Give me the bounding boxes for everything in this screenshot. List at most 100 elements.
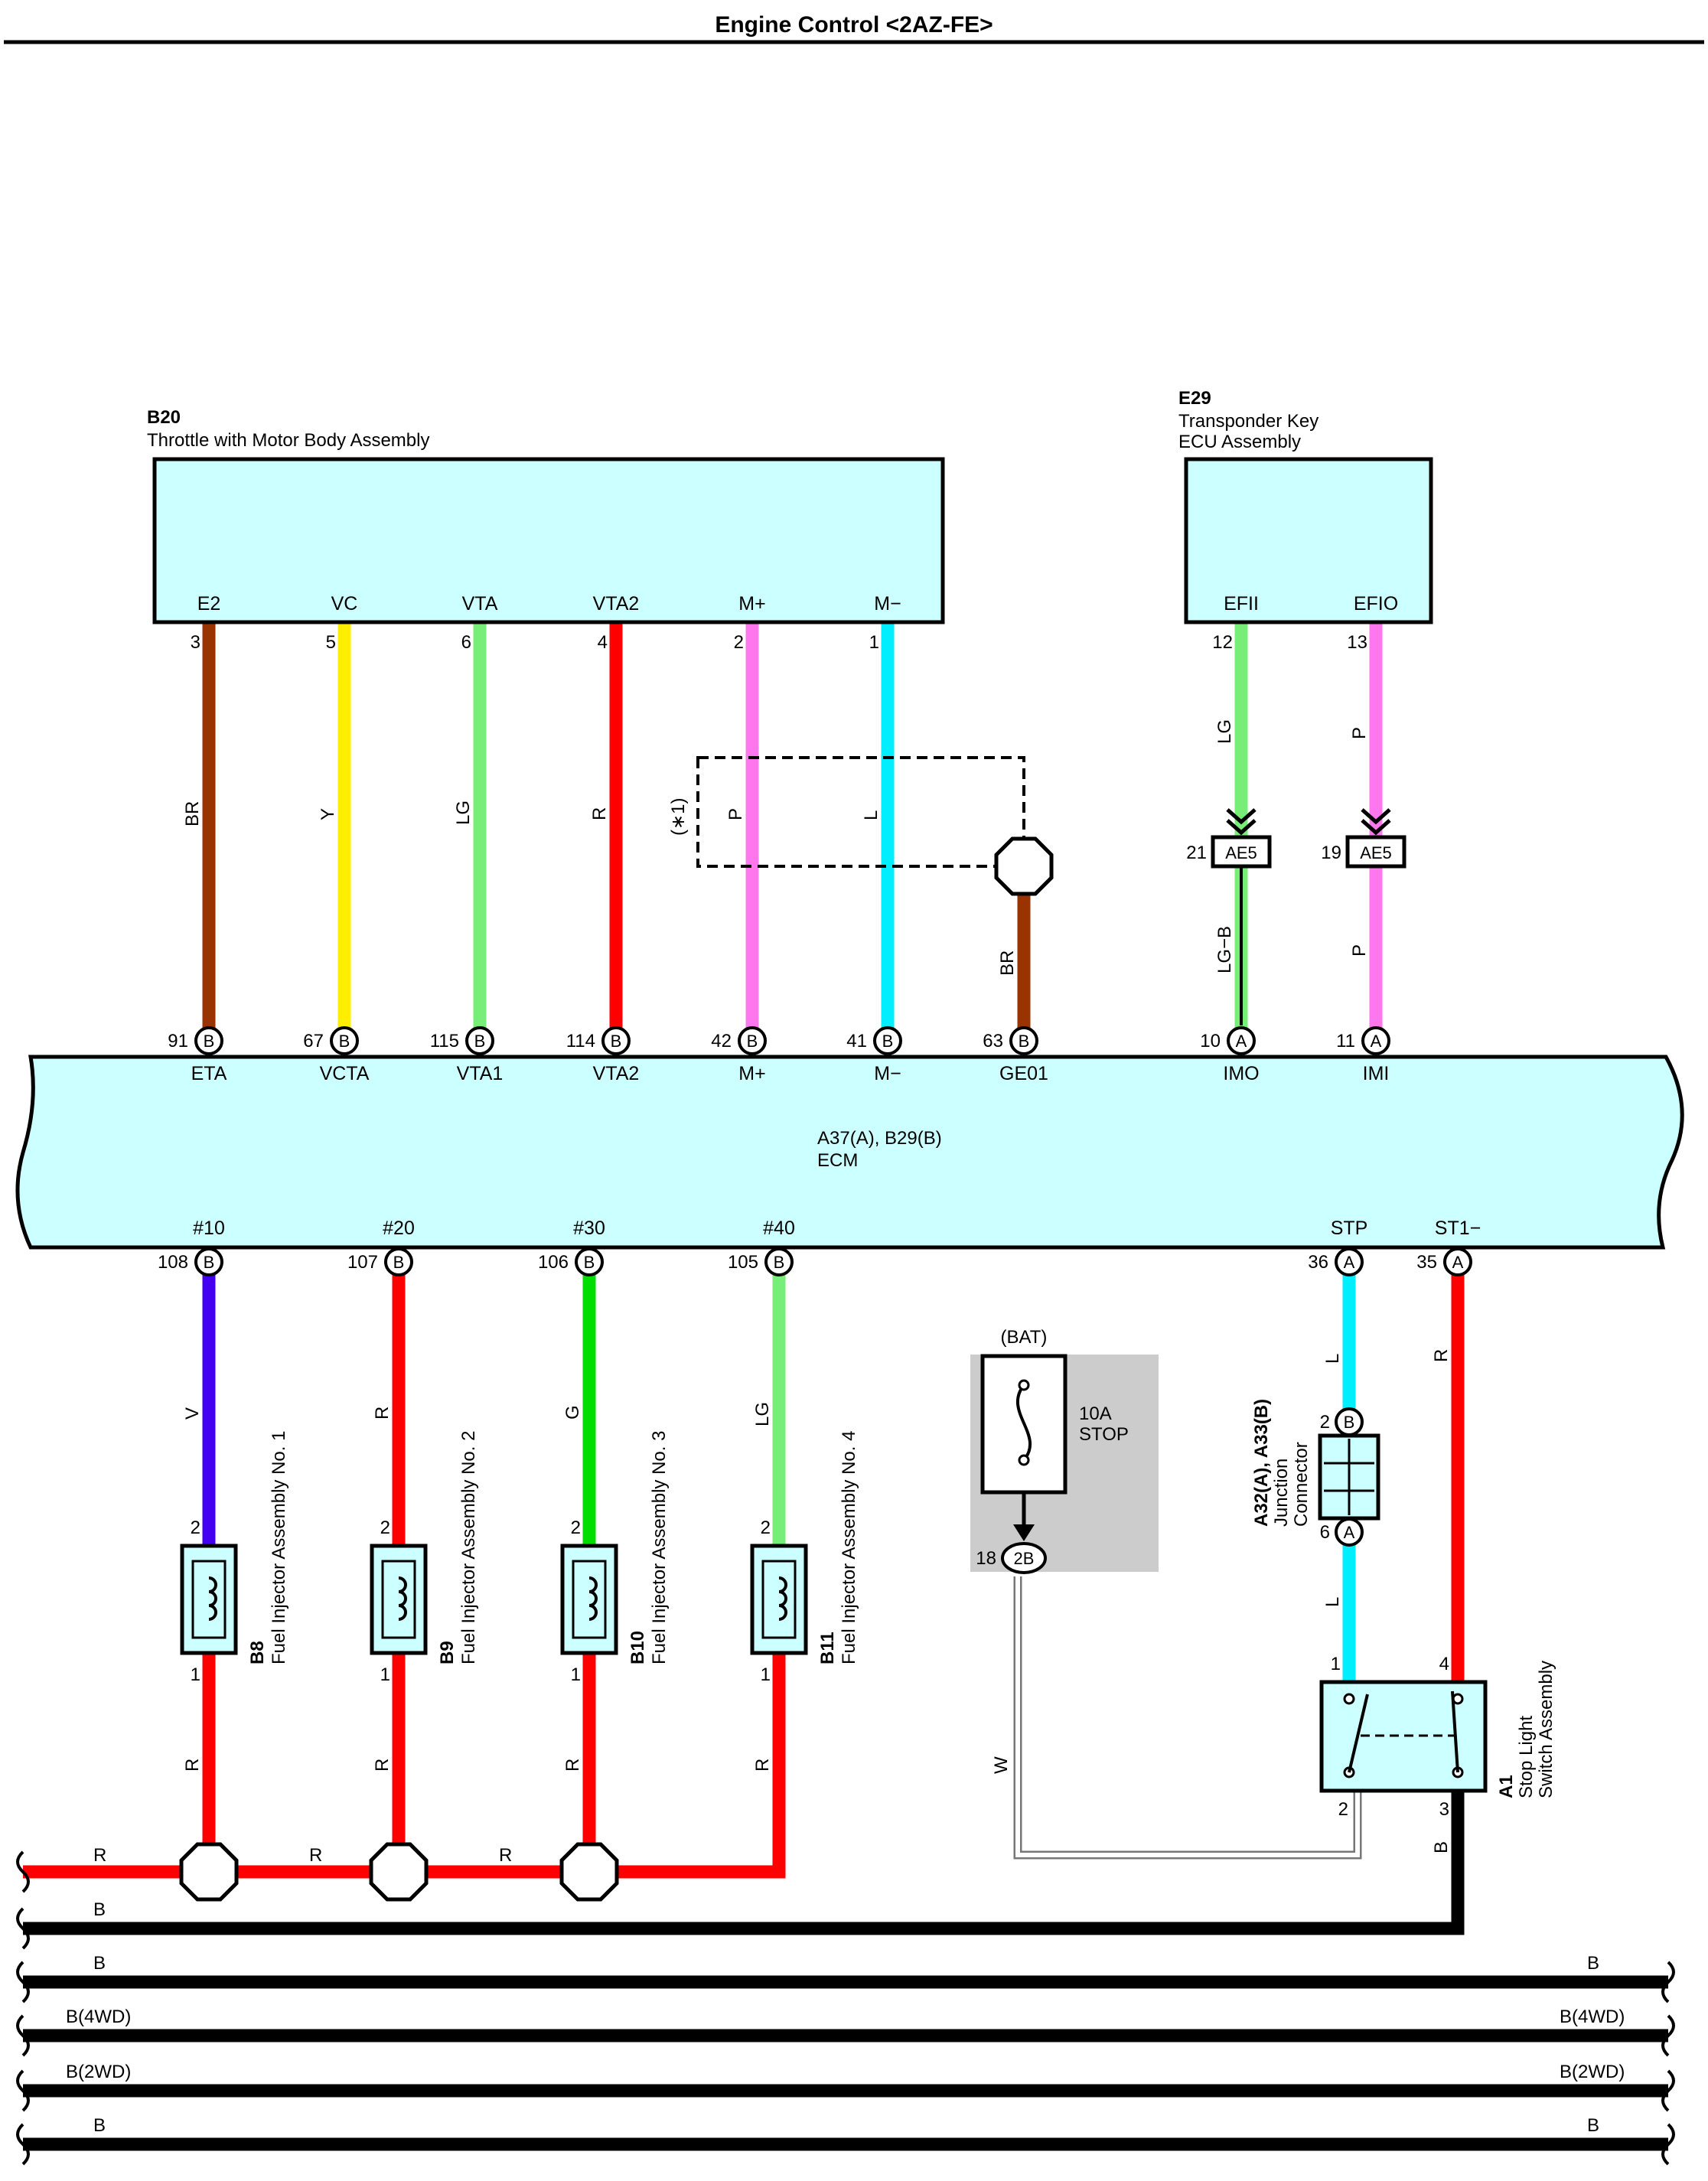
pin-badge: B bbox=[738, 1026, 767, 1055]
wire-color-labels: BR Y LG R P L (∗1) BR LG P LG−B P V R G … bbox=[182, 719, 1452, 1853]
ecm-bottom-terminals: #10 #20 #30 #40 STP ST1− bbox=[193, 1218, 1481, 1239]
pin-number: 3 bbox=[1439, 1799, 1449, 1820]
pin-number: 108 bbox=[158, 1252, 188, 1273]
throttle-terminal: VTA2 bbox=[593, 593, 640, 615]
transponder-terminal: EFII bbox=[1224, 593, 1259, 615]
pin-number: 13 bbox=[1347, 632, 1367, 653]
wire-label: BR bbox=[182, 801, 203, 826]
pin-badge: A bbox=[1361, 1026, 1390, 1055]
red-bus-label: R bbox=[93, 1845, 106, 1866]
pin-number: 2 bbox=[571, 1518, 581, 1538]
ecm-terminal: VCTA bbox=[320, 1063, 370, 1084]
inline-connector-ae5-right: AE5 19 bbox=[1321, 808, 1406, 869]
red-bus-label: R bbox=[309, 1845, 322, 1866]
ecm-terminal: #40 bbox=[763, 1218, 795, 1239]
ecm-terminal: #30 bbox=[573, 1218, 605, 1239]
pin-badge: B bbox=[384, 1247, 413, 1276]
throttle-terminal: M+ bbox=[738, 593, 765, 615]
pin-number: 12 bbox=[1212, 632, 1233, 653]
wire-label: P bbox=[725, 808, 746, 820]
ground-bus-label-right: B bbox=[1587, 2115, 1599, 2136]
ground-bus-label-right: B bbox=[1587, 1953, 1599, 1974]
pin-number: 21 bbox=[1186, 843, 1207, 863]
junction-connector: B 2 A 6 A32(A), A33(B) Junction Connecto… bbox=[1251, 1399, 1380, 1547]
ecm-top-terminals: ETA VCTA VTA1 VTA2 M+ M− GE01 IMO IMI bbox=[191, 1063, 1390, 1084]
break-right-3 bbox=[1661, 2014, 1675, 2057]
pin-number: 19 bbox=[1321, 843, 1341, 863]
pin-number: 2 bbox=[734, 632, 744, 653]
ecm-terminal: IMO bbox=[1223, 1063, 1259, 1084]
stop-wires bbox=[23, 1263, 1465, 1935]
pin-number: 4 bbox=[1439, 1654, 1449, 1674]
injector-code: B11 bbox=[817, 1632, 838, 1664]
switch-name-2: Switch Assembly bbox=[1536, 1661, 1556, 1798]
ground-bus-label-right: B(2WD) bbox=[1560, 2062, 1625, 2082]
arrow-down-icon bbox=[1013, 1524, 1035, 1541]
ground-bus-label-left: B(4WD) bbox=[66, 2007, 131, 2027]
pin-number: 41 bbox=[846, 1031, 867, 1051]
bus-splice-1 bbox=[181, 1844, 236, 1899]
throttle-code: B20 bbox=[147, 407, 181, 428]
pin-badge: B bbox=[575, 1247, 604, 1276]
injector-name: Fuel Injector Assembly No. 1 bbox=[269, 1431, 289, 1664]
svg-text:B: B bbox=[204, 1253, 215, 1272]
wire-b-switch-ground bbox=[23, 1791, 1465, 1935]
pin-number: 6 bbox=[1320, 1522, 1330, 1543]
throttle-terminal: VC bbox=[331, 593, 358, 615]
ecm-terminal: VTA2 bbox=[593, 1063, 640, 1084]
pin-number: 91 bbox=[168, 1031, 188, 1051]
pin-badge: B bbox=[194, 1026, 223, 1055]
shield-ground-splice bbox=[996, 839, 1051, 894]
break-left-6 bbox=[16, 2123, 30, 2166]
ecm-terminal: #10 bbox=[193, 1218, 225, 1239]
ecm-terminal: ST1− bbox=[1435, 1218, 1481, 1239]
switch-name-1: Stop Light bbox=[1516, 1716, 1537, 1798]
throttle-terminal: E2 bbox=[197, 593, 221, 615]
break-left-3 bbox=[16, 1961, 30, 2003]
throttle-terminals: E2 VC VTA VTA2 M+ M− bbox=[197, 593, 901, 615]
switch-contact-2 bbox=[1451, 1690, 1459, 1773]
transponder-box bbox=[1184, 457, 1433, 624]
pin-number: 36 bbox=[1308, 1252, 1328, 1273]
wire-label: L bbox=[1322, 1354, 1343, 1364]
bus-break-marks bbox=[16, 1850, 1675, 2166]
wire-label: R bbox=[562, 1759, 583, 1772]
ecm-terminal: IMI bbox=[1363, 1063, 1390, 1084]
inline-connector-label: AE5 bbox=[1360, 843, 1392, 862]
injector-name: Fuel Injector Assembly No. 4 bbox=[839, 1431, 859, 1664]
pin-badge: A bbox=[1344, 1523, 1355, 1542]
fuse-source: (BAT) bbox=[1001, 1327, 1048, 1348]
transponder-code: E29 bbox=[1178, 388, 1211, 409]
svg-text:B: B bbox=[774, 1253, 785, 1272]
transponder-wires bbox=[1234, 624, 1383, 1029]
bus-labels: R R R B B B B(4WD) B(4WD) B(2WD) B(2WD) … bbox=[66, 1845, 1625, 2136]
ground-bus-label-right: B(4WD) bbox=[1560, 2007, 1625, 2027]
svg-text:B: B bbox=[1019, 1032, 1030, 1051]
coil-icon bbox=[778, 1576, 787, 1621]
wire-label: L bbox=[861, 810, 882, 820]
svg-text:A: A bbox=[1236, 1032, 1247, 1051]
ecm-code: A37(A), B29(B) bbox=[817, 1128, 942, 1149]
bus-splice-2 bbox=[371, 1844, 426, 1899]
pin-badge: B bbox=[873, 1026, 902, 1055]
fuse-connector bbox=[1001, 1542, 1047, 1574]
wire-label: R bbox=[589, 807, 610, 820]
coil-icon bbox=[208, 1576, 217, 1621]
red-bus-label: R bbox=[499, 1845, 512, 1866]
fuse-rating: 10A bbox=[1079, 1403, 1112, 1424]
pin-number: 35 bbox=[1416, 1252, 1437, 1273]
pin-number: 67 bbox=[303, 1031, 324, 1051]
shield-note: (∗1) bbox=[668, 798, 689, 836]
injector-4: 2 1 B11 Fuel Injector Assembly No. 4 bbox=[750, 1431, 859, 1685]
pin-badge: A bbox=[1335, 1247, 1364, 1276]
injector-name: Fuel Injector Assembly No. 2 bbox=[458, 1431, 479, 1664]
bus-splice-3 bbox=[562, 1844, 617, 1899]
wire-label: Y bbox=[318, 808, 338, 820]
ecm-bottom-pins: 108 107 106 105 36 35 bbox=[158, 1252, 1437, 1273]
junction-code: A32(A), A33(B) bbox=[1251, 1399, 1272, 1527]
break-left-2 bbox=[16, 1907, 30, 1950]
injector-code: B8 bbox=[247, 1641, 268, 1664]
svg-text:B: B bbox=[747, 1032, 758, 1051]
inline-connector-label: AE5 bbox=[1225, 843, 1257, 862]
pin-badge: B bbox=[330, 1026, 359, 1055]
